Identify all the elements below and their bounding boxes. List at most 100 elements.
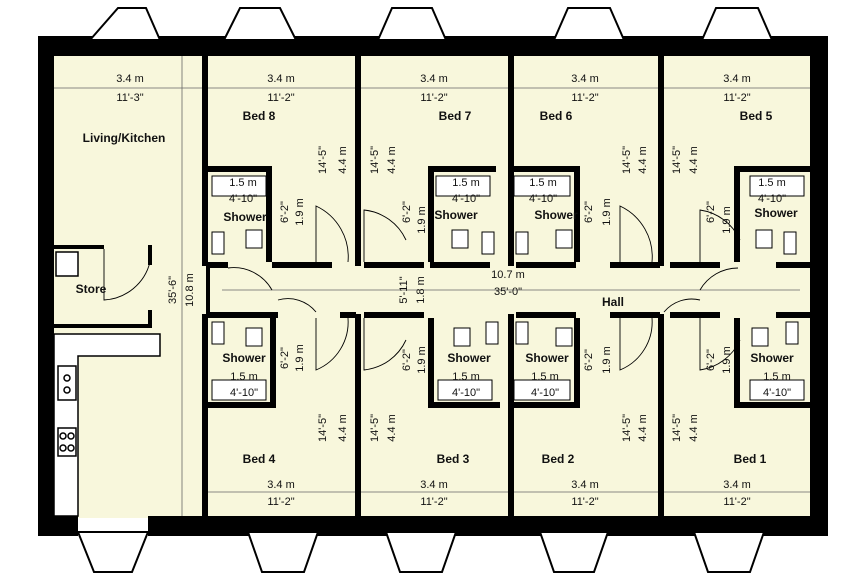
bed-7-label: Bed 7 bbox=[439, 109, 472, 123]
floor-area bbox=[52, 55, 814, 518]
interior-walls bbox=[54, 56, 810, 516]
dim-depth-ft: 14'-5" bbox=[621, 146, 633, 174]
dim-bed1-width-ft: 11'-2" bbox=[723, 496, 750, 508]
dimensions-shower: 1.5 m 4'-10" 1.5 m 4'-10" 1.5 m 4'-10" 1… bbox=[229, 177, 791, 399]
bed-2-label: Bed 2 bbox=[542, 452, 575, 466]
dim-depth-ft: 14'-5" bbox=[369, 146, 381, 174]
store-label: Store bbox=[76, 282, 107, 296]
dim-shower-depth-m: 1.9 m bbox=[416, 206, 428, 234]
shower-label: Shower bbox=[222, 351, 266, 365]
dim-shower-width-m: 1.5 m bbox=[230, 371, 258, 383]
dim-bed7-width-ft: 11'-2" bbox=[420, 92, 447, 104]
bed-3-label: Bed 3 bbox=[437, 452, 470, 466]
dim-shower-width-m: 1.5 m bbox=[763, 371, 791, 383]
dimensions-bottom: 3.4 m 11'-2" 3.4 m 11'-2" 3.4 m 11'-2" 3… bbox=[267, 479, 751, 508]
dim-depth-m: 4.4 m bbox=[637, 414, 649, 442]
bay-windows-top bbox=[87, 7, 774, 41]
dim-shower-depth-m: 1.9 m bbox=[294, 198, 306, 226]
dim-shower-depth-m: 1.9 m bbox=[601, 346, 613, 374]
dim-shower-depth-m: 1.9 m bbox=[601, 198, 613, 226]
shower-label: Shower bbox=[525, 351, 569, 365]
hall-label: Hall bbox=[602, 295, 624, 309]
dim-depth-ft: 14'-5" bbox=[671, 414, 683, 442]
dim-depth-m: 4.4 m bbox=[637, 146, 649, 174]
dim-depth-ft: 14'-5" bbox=[621, 414, 633, 442]
dim-shower-depth-m: 1.9 m bbox=[721, 346, 733, 374]
dim-shower-depth-ft: 6'-2" bbox=[583, 201, 595, 223]
dim-depth-m: 4.4 m bbox=[386, 146, 398, 174]
dim-shower-width-m: 1.5 m bbox=[229, 177, 257, 189]
bed-6-label: Bed 6 bbox=[540, 109, 573, 123]
dim-bed6-width-m: 3.4 m bbox=[571, 73, 599, 85]
dim-shower-width-ft: 4'-10" bbox=[452, 387, 480, 399]
dim-shower-depth-ft: 6'-2" bbox=[583, 349, 595, 371]
dim-bed3-width-ft: 11'-2" bbox=[420, 496, 447, 508]
dim-bed8-width-m: 3.4 m bbox=[267, 73, 295, 85]
dim-living-length-m: 10.8 m bbox=[184, 273, 196, 307]
door-swings bbox=[103, 205, 741, 371]
dim-shower-width-ft: 4'-10" bbox=[529, 193, 557, 205]
dim-hall-length-m: 10.7 m bbox=[491, 269, 525, 281]
dim-shower-depth-m: 1.9 m bbox=[721, 206, 733, 234]
dim-bed8-width-ft: 11'-2" bbox=[267, 92, 294, 104]
shower-label: Shower bbox=[447, 351, 491, 365]
dim-hall-width-ft: 5'-11" bbox=[398, 276, 410, 303]
dim-shower-width-m: 1.5 m bbox=[452, 371, 480, 383]
dim-shower-width-m: 1.5 m bbox=[529, 177, 557, 189]
dim-living-width-m: 3.4 m bbox=[116, 73, 144, 85]
dimensions-bed-depth: 4.4 m 14'-5" 4.4 m 14'-5" 4.4 m 14'-5" 4… bbox=[317, 146, 700, 442]
dim-shower-depth-ft: 6'-2" bbox=[401, 201, 413, 223]
dim-shower-width-ft: 4'-10" bbox=[452, 193, 480, 205]
dim-depth-m: 4.4 m bbox=[337, 146, 349, 174]
dim-bed2-width-m: 3.4 m bbox=[571, 479, 599, 491]
dim-shower-width-m: 1.5 m bbox=[758, 177, 786, 189]
dim-depth-ft: 14'-5" bbox=[369, 414, 381, 442]
dim-shower-width-ft: 4'-10" bbox=[531, 387, 559, 399]
dim-depth-ft: 14'-5" bbox=[317, 414, 329, 442]
dimensions-hall: 10.7 m 35'-0" 1.8 m 5'-11" 10.8 m 35'-6" bbox=[167, 269, 525, 307]
dim-bed5-width-ft: 11'-2" bbox=[723, 92, 750, 104]
dim-shower-depth-ft: 6'-2" bbox=[279, 201, 291, 223]
bed-1-label: Bed 1 bbox=[734, 452, 767, 466]
dim-depth-m: 4.4 m bbox=[688, 414, 700, 442]
dim-depth-ft: 14'-5" bbox=[317, 146, 329, 174]
dim-shower-width-ft: 4'-10" bbox=[229, 193, 257, 205]
bed-8-label: Bed 8 bbox=[243, 109, 276, 123]
room-labels: Living/Kitchen Store Hall Bed 8 Bed 7 Be… bbox=[76, 109, 798, 466]
dim-shower-width-ft: 4'-10" bbox=[763, 387, 791, 399]
shower-fixtures bbox=[211, 175, 805, 401]
shower-label: Shower bbox=[750, 351, 794, 365]
shower-label: Shower bbox=[434, 208, 478, 222]
dim-hall-length-ft: 35'-0" bbox=[494, 286, 522, 298]
dim-bed1-width-m: 3.4 m bbox=[723, 479, 751, 491]
bed-4-label: Bed 4 bbox=[243, 452, 276, 466]
dim-shower-depth-ft: 6'-2" bbox=[705, 201, 717, 223]
dim-bed4-width-m: 3.4 m bbox=[267, 479, 295, 491]
kitchen-counter bbox=[53, 251, 161, 517]
shower-label: Shower bbox=[754, 206, 798, 220]
dim-bed4-width-ft: 11'-2" bbox=[267, 496, 294, 508]
dim-bed2-width-ft: 11'-2" bbox=[571, 496, 598, 508]
dim-shower-width-m: 1.5 m bbox=[531, 371, 559, 383]
dim-living-width-ft: 11'-3" bbox=[116, 92, 143, 104]
dim-bed6-width-ft: 11'-2" bbox=[571, 92, 598, 104]
dim-shower-width-ft: 4'-10" bbox=[230, 387, 258, 399]
dim-living-length-ft: 35'-6" bbox=[167, 276, 179, 304]
dim-depth-ft: 14'-5" bbox=[671, 146, 683, 174]
bay-windows-bottom bbox=[76, 531, 766, 573]
dim-depth-m: 4.4 m bbox=[337, 414, 349, 442]
shower-label: Shower bbox=[223, 210, 267, 224]
dim-shower-depth-m: 1.9 m bbox=[416, 346, 428, 374]
dim-hall-width-m: 1.8 m bbox=[415, 276, 427, 304]
guide-lines bbox=[54, 56, 810, 516]
dim-bed3-width-m: 3.4 m bbox=[420, 479, 448, 491]
dim-bed5-width-m: 3.4 m bbox=[723, 73, 751, 85]
dim-shower-width-ft: 4'-10" bbox=[758, 193, 786, 205]
bed-5-label: Bed 5 bbox=[740, 109, 773, 123]
dim-depth-m: 4.4 m bbox=[386, 414, 398, 442]
dim-shower-depth-ft: 6'-2" bbox=[705, 349, 717, 371]
dim-shower-depth-ft: 6'-2" bbox=[401, 349, 413, 371]
dim-depth-m: 4.4 m bbox=[688, 146, 700, 174]
dim-shower-depth-m: 1.9 m bbox=[294, 344, 306, 372]
